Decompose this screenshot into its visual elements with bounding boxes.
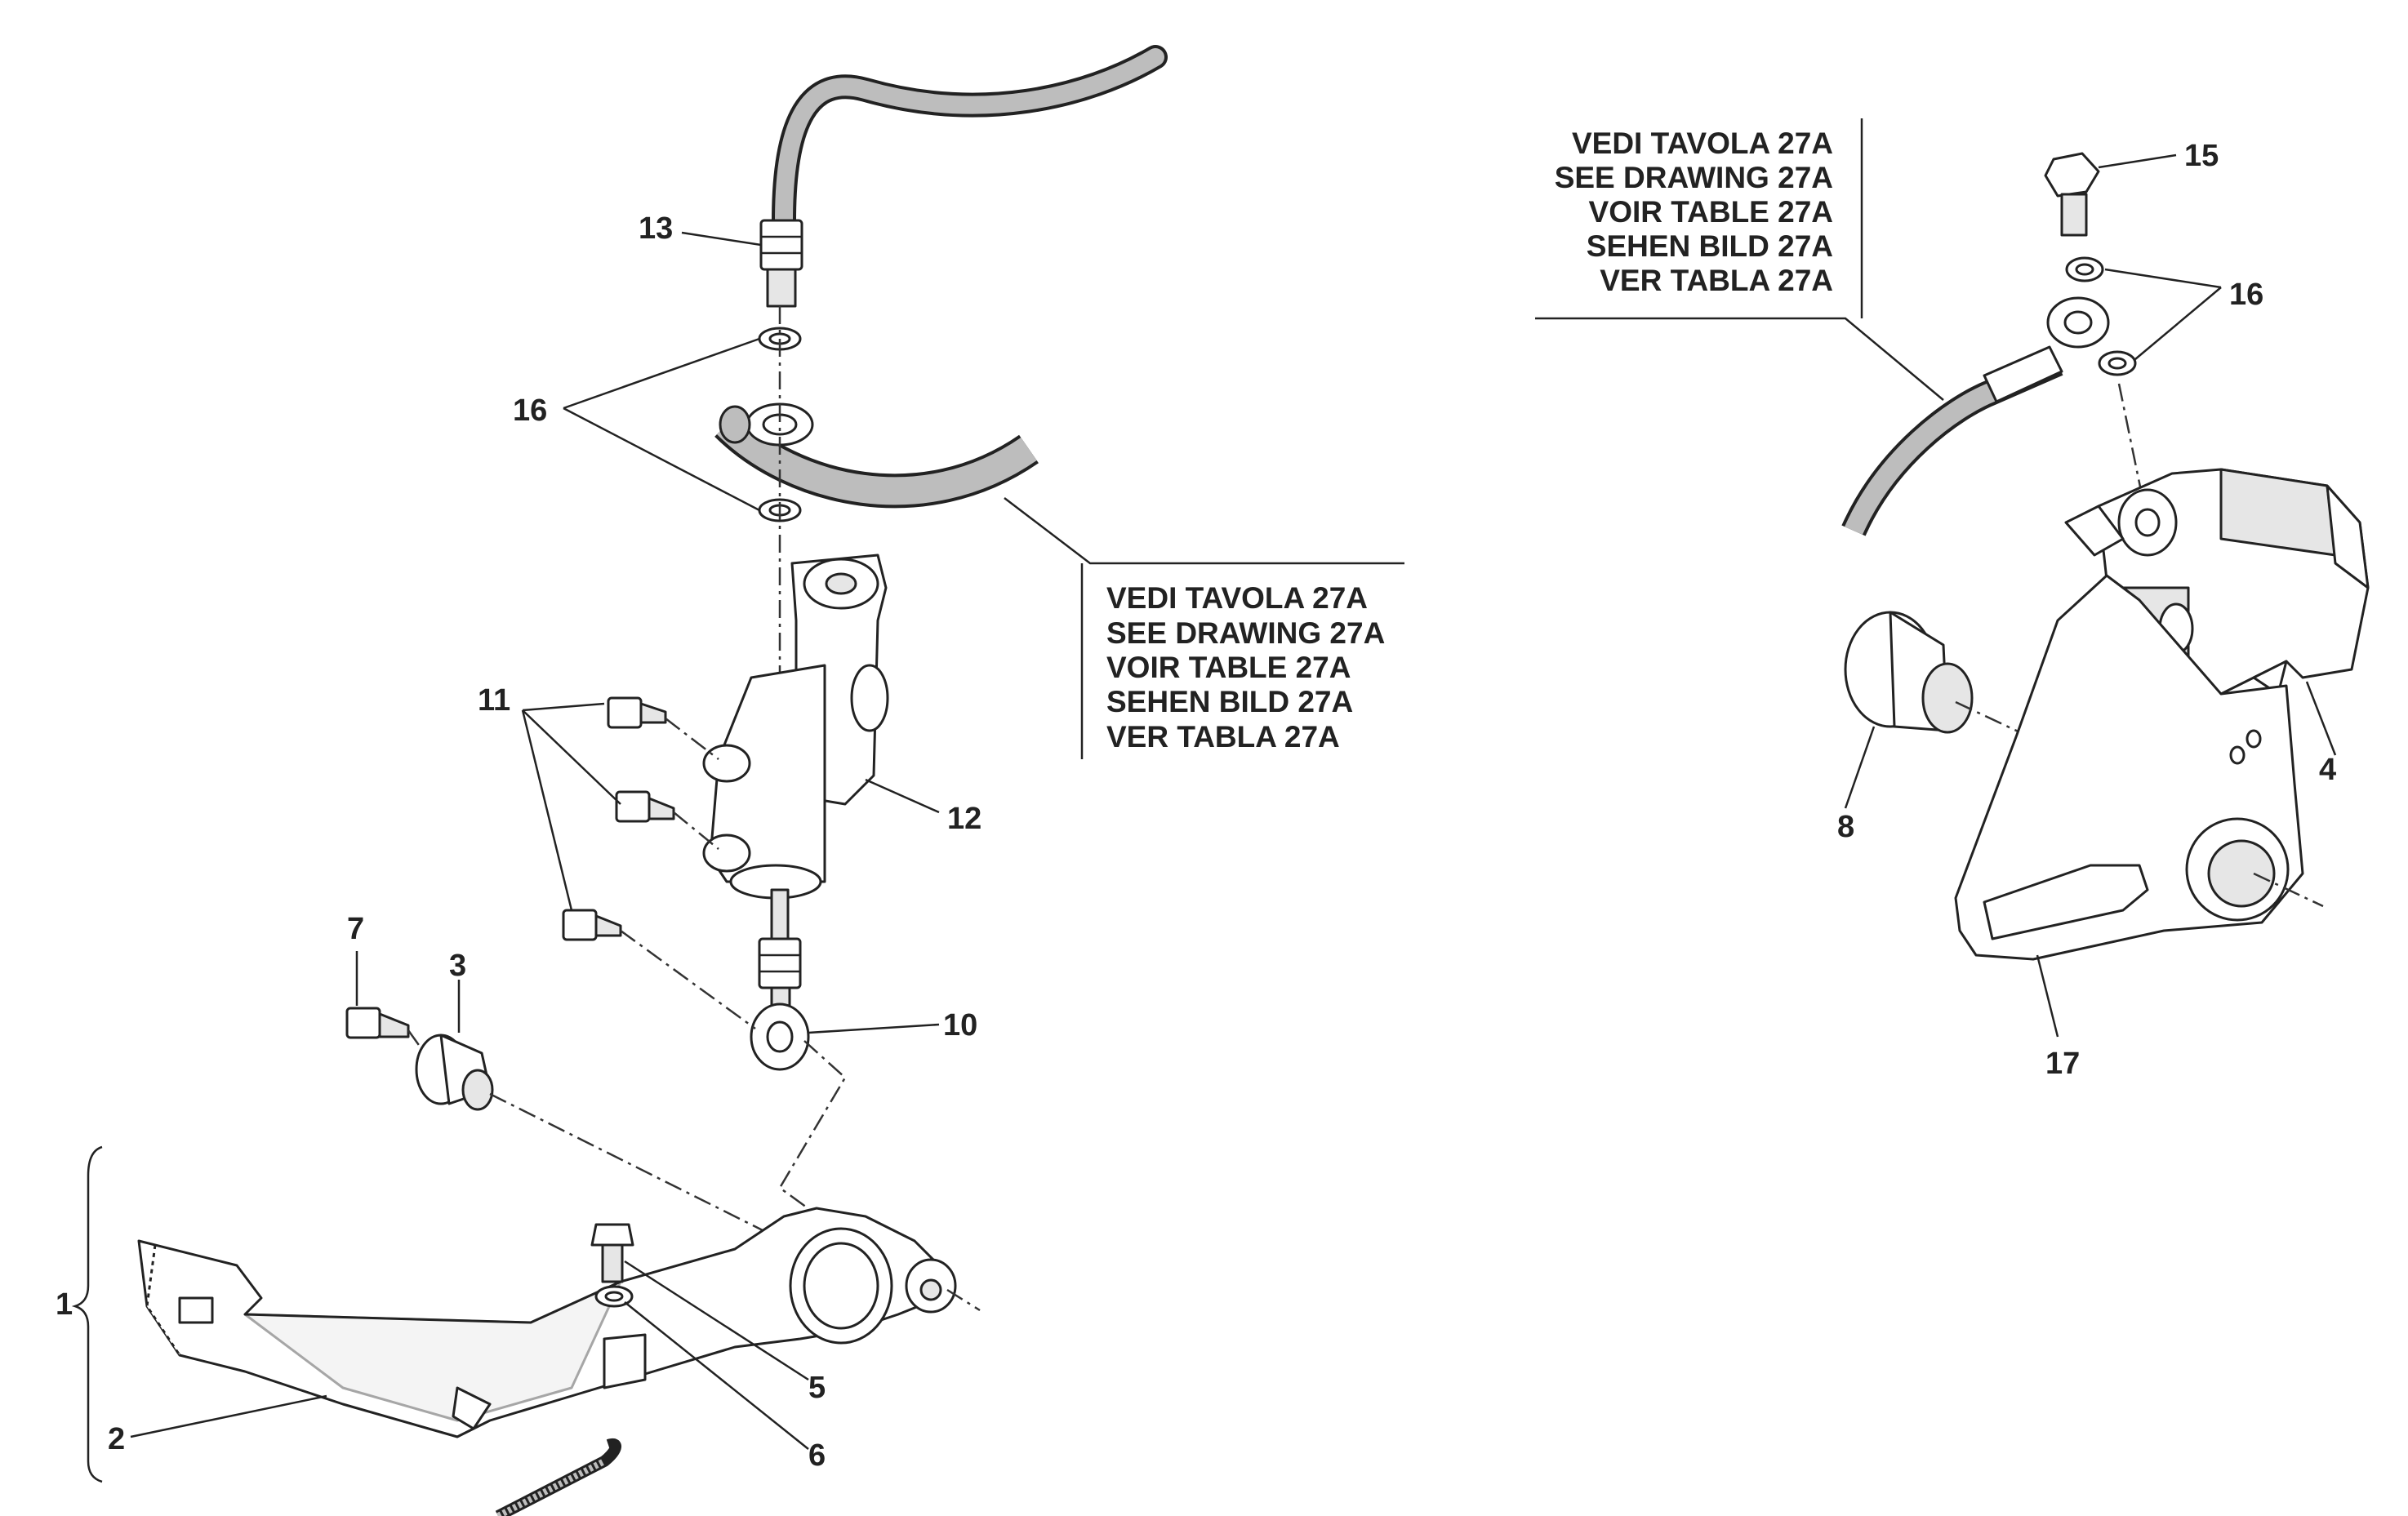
axis-line bbox=[673, 811, 719, 850]
callout-4: 4 bbox=[2319, 753, 2336, 787]
axis-line bbox=[665, 718, 719, 760]
axis-line bbox=[946, 1288, 981, 1312]
callout-11: 11 bbox=[478, 683, 510, 718]
note-line: VER TABLA 27A bbox=[1600, 264, 1833, 297]
leader-lines-right bbox=[1535, 118, 2337, 1038]
bolt-7 bbox=[345, 1007, 410, 1039]
callout-8: 8 bbox=[1837, 810, 1854, 844]
bolt-5 bbox=[590, 1223, 634, 1283]
axis-line bbox=[2117, 383, 2149, 523]
note-line: SEE DRAWING 27A bbox=[1555, 161, 1833, 194]
return-spring bbox=[495, 1438, 621, 1516]
note-line: VOIR TABLE 27A bbox=[1589, 195, 1833, 229]
reference-note-left: VEDI TAVOLA 27A SEE DRAWING 27A VOIR TAB… bbox=[1106, 581, 1385, 754]
note-line: VER TABLA 27A bbox=[1106, 720, 1340, 754]
callout-10: 10 bbox=[943, 1008, 977, 1043]
callout-3: 3 bbox=[449, 949, 466, 983]
brake-hose-upper bbox=[772, 45, 1168, 233]
leader-lines-left bbox=[130, 231, 1404, 1450]
hose-fitting-13 bbox=[759, 219, 803, 308]
washer-6 bbox=[594, 1285, 634, 1308]
callout-17: 17 bbox=[2045, 1047, 2080, 1081]
note-line: VEDI TAVOLA 27A bbox=[1572, 127, 1833, 160]
bolt-11-a bbox=[607, 696, 667, 729]
callout-13: 13 bbox=[639, 211, 673, 246]
brake-hose-right bbox=[1841, 296, 2110, 536]
axis-line bbox=[1955, 700, 2026, 736]
banjo-fitting-hose bbox=[714, 402, 1039, 509]
callout-12: 12 bbox=[947, 802, 981, 836]
callout-16-right: 16 bbox=[2229, 278, 2263, 312]
note-line: VEDI TAVOLA 27A bbox=[1106, 581, 1368, 615]
sealing-washer-right-upper bbox=[2065, 256, 2104, 282]
caliper-bracket-17 bbox=[1954, 574, 2304, 961]
callout-16-left: 16 bbox=[513, 393, 547, 428]
axis-line bbox=[489, 1092, 785, 1243]
callout-15: 15 bbox=[2184, 139, 2219, 173]
banjo-fitting-10 bbox=[750, 937, 810, 1071]
axis-line bbox=[2253, 872, 2324, 908]
note-line: VOIR TABLE 27A bbox=[1106, 651, 1351, 684]
bushing-8 bbox=[1844, 611, 1974, 734]
brake-pedal-2 bbox=[137, 1207, 957, 1438]
note-line: SEE DRAWING 27A bbox=[1106, 616, 1385, 650]
callout-7: 7 bbox=[347, 912, 364, 946]
axis-line bbox=[778, 1040, 847, 1222]
note-line: SEHEN BILD 27A bbox=[1587, 229, 1833, 263]
callout-6: 6 bbox=[808, 1438, 826, 1473]
sealing-washer-right-lower bbox=[2098, 350, 2137, 376]
assembly-bracket bbox=[71, 1145, 103, 1483]
callout-1: 1 bbox=[56, 1287, 73, 1322]
banjo-bolt-15 bbox=[2044, 152, 2100, 237]
reference-note-right: VEDI TAVOLA 27A SEE DRAWING 27A VOIR TAB… bbox=[1555, 127, 1833, 297]
bolt-11-c bbox=[562, 909, 622, 941]
axis-line bbox=[407, 1029, 426, 1054]
bolt-11-b bbox=[615, 790, 675, 823]
note-line: SEHEN BILD 27A bbox=[1106, 685, 1353, 718]
axis-line bbox=[620, 929, 756, 1030]
bushing-3 bbox=[415, 1034, 494, 1111]
callout-2: 2 bbox=[108, 1422, 125, 1456]
master-cylinder-12 bbox=[702, 553, 889, 940]
callout-5: 5 bbox=[808, 1371, 826, 1405]
